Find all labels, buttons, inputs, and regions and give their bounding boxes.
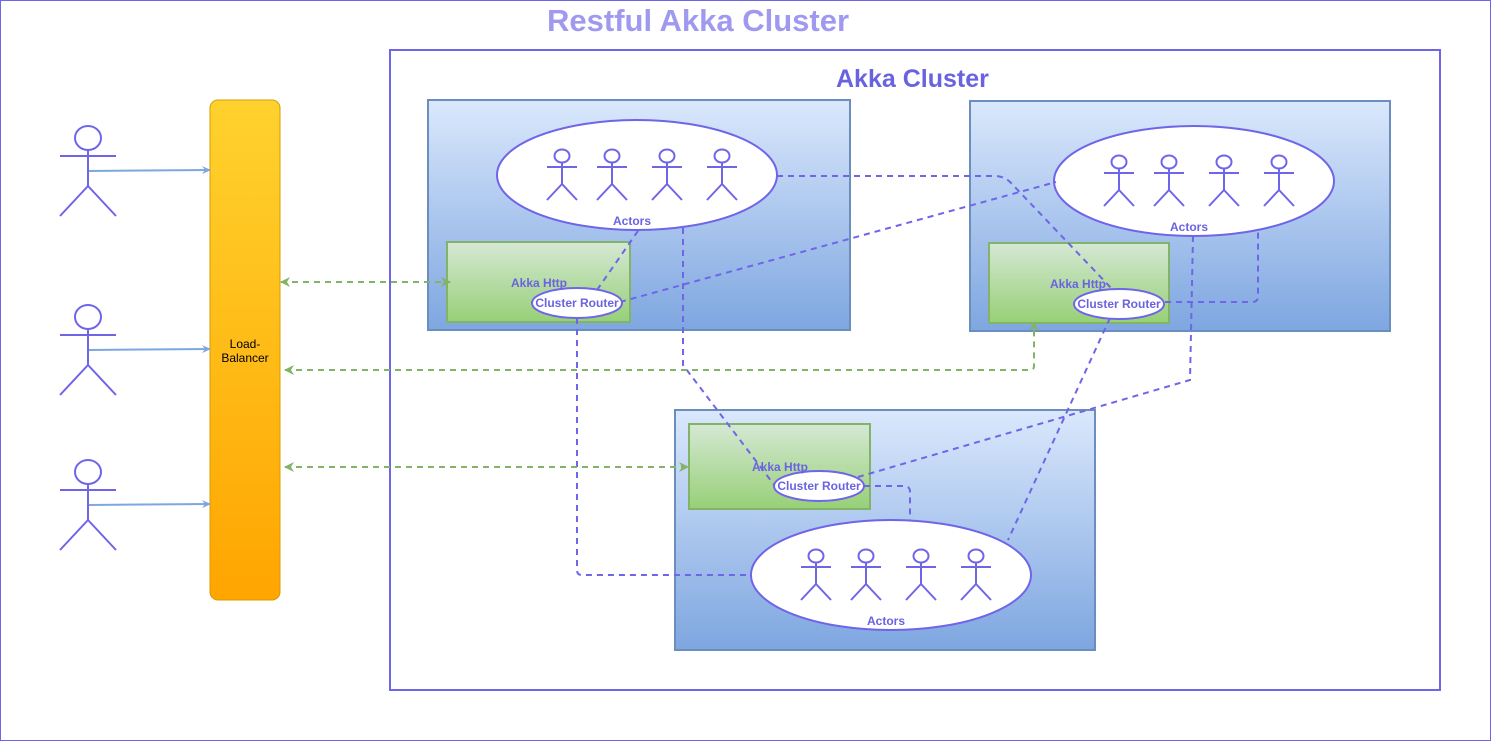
actor-icon bbox=[596, 148, 628, 201]
actors-label-3: Actors bbox=[867, 614, 906, 628]
cluster-title: Akka Cluster bbox=[836, 65, 989, 93]
load-balancer-label-line-1: Load- bbox=[229, 337, 261, 351]
cluster-router-label-1: Cluster Router bbox=[535, 296, 619, 310]
actor-icon bbox=[1153, 154, 1185, 207]
actor-icon bbox=[1263, 154, 1295, 207]
actor-icon bbox=[1208, 154, 1240, 207]
actor-icon bbox=[1103, 154, 1135, 207]
cluster-links bbox=[576, 175, 1259, 576]
akka-http-label-2: Akka Http bbox=[1050, 277, 1107, 291]
akka-http-label-3: Akka Http bbox=[752, 460, 809, 474]
cluster-router-3 bbox=[773, 470, 865, 502]
small-actors bbox=[546, 148, 1295, 601]
actors-ellipse-3 bbox=[750, 519, 1032, 631]
actor-icon bbox=[850, 548, 882, 601]
actor-icon bbox=[960, 548, 992, 601]
actors-ellipse-2 bbox=[1053, 125, 1335, 237]
user-icon-1 bbox=[59, 125, 117, 217]
actors-label-1: Actors bbox=[613, 214, 652, 228]
load-balancer-label: Load- Balancer bbox=[211, 337, 279, 365]
cluster-router-2 bbox=[1073, 288, 1165, 320]
cluster-router-label-3: Cluster Router bbox=[777, 479, 861, 493]
user-icon-2 bbox=[59, 304, 117, 396]
http-links bbox=[280, 277, 1039, 472]
user-icon-3 bbox=[59, 459, 117, 551]
cluster-router-1 bbox=[531, 287, 623, 319]
user-arrows bbox=[87, 166, 211, 509]
actor-icon bbox=[905, 548, 937, 601]
akka-http-label-1: Akka Http bbox=[511, 276, 568, 290]
actor-icon bbox=[800, 548, 832, 601]
actor-icon bbox=[706, 148, 738, 201]
diagram-title: Restful Akka Cluster bbox=[547, 3, 850, 38]
actor-icon bbox=[651, 148, 683, 201]
load-balancer-label-line-2: Balancer bbox=[221, 351, 269, 365]
cluster-router-label-2: Cluster Router bbox=[1077, 297, 1161, 311]
actors-label-2: Actors bbox=[1170, 220, 1209, 234]
actor-icon bbox=[546, 148, 578, 201]
